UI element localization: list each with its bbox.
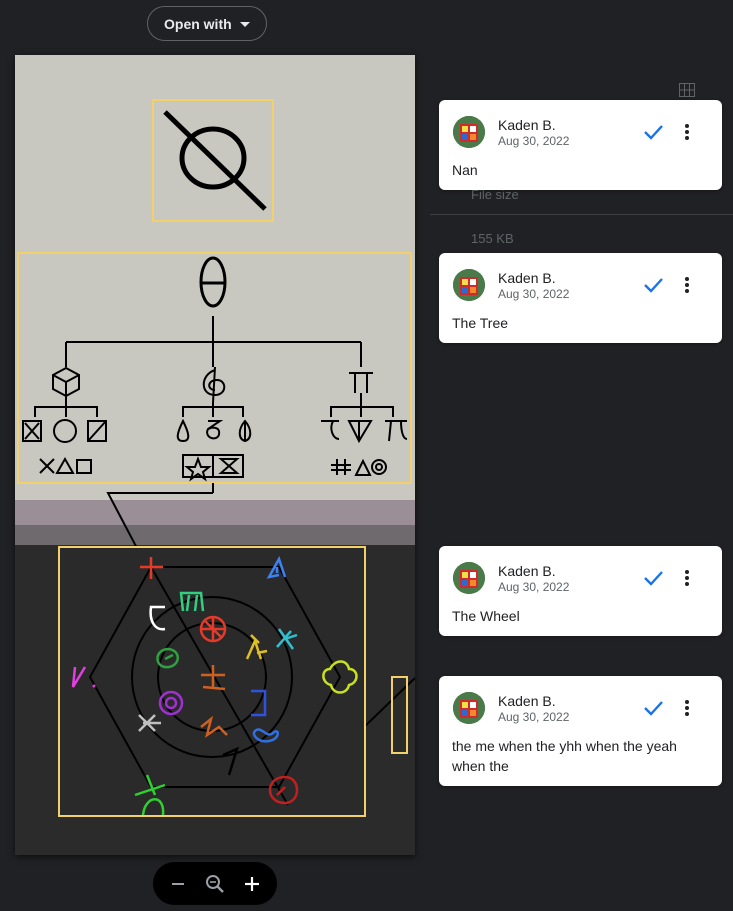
file-size-value: 155 KB: [471, 231, 514, 246]
drawing-canvas: [15, 55, 415, 817]
document-preview: [15, 55, 415, 855]
comment-card[interactable]: Kaden B. Aug 30, 2022 the me when the yh…: [439, 676, 722, 786]
comment-card[interactable]: Kaden B. Aug 30, 2022 The Tree: [439, 253, 722, 343]
comment-author: Kaden B.: [498, 117, 556, 133]
comment-date: Aug 30, 2022: [498, 710, 570, 724]
comment-author: Kaden B.: [498, 270, 556, 286]
more-options-icon[interactable]: [681, 275, 693, 297]
zoom-controls: [153, 862, 277, 905]
comment-date: Aug 30, 2022: [498, 134, 570, 148]
comment-card[interactable]: Kaden B. Aug 30, 2022 The Wheel: [439, 546, 722, 636]
highlighted-tree-box[interactable]: [17, 252, 412, 493]
more-options-icon[interactable]: [681, 568, 693, 590]
comment-text: the me when the yhh when the yeah when t…: [452, 738, 677, 774]
plus-icon: [245, 876, 260, 891]
zoom-out-button[interactable]: [164, 870, 192, 898]
zoom-in-button[interactable]: [238, 870, 266, 898]
zoom-reset-button[interactable]: [201, 870, 229, 898]
grid-view-icon[interactable]: [679, 83, 695, 97]
avatar: [453, 692, 485, 724]
file-size-label: File size: [471, 187, 519, 202]
comment-text: The Tree: [452, 315, 509, 331]
magnifier-minus-icon: [205, 874, 224, 893]
comment-date: Aug 30, 2022: [498, 580, 570, 594]
check-icon[interactable]: [641, 568, 665, 588]
check-icon[interactable]: [641, 122, 665, 142]
open-with-button[interactable]: Open with: [147, 6, 267, 41]
divider: [430, 214, 733, 215]
chevron-down-icon: [240, 22, 250, 27]
comment-author: Kaden B.: [498, 563, 556, 579]
check-icon[interactable]: [641, 275, 665, 295]
avatar: [453, 116, 485, 148]
open-with-label: Open with: [164, 15, 232, 32]
minus-icon: [171, 882, 184, 885]
highlighted-wheel-box[interactable]: [58, 546, 366, 817]
comment-text: The Wheel: [452, 608, 520, 624]
avatar: [453, 562, 485, 594]
comment-text: Nan: [452, 162, 478, 178]
check-icon[interactable]: [641, 698, 665, 718]
more-options-icon[interactable]: [681, 698, 693, 720]
highlight-marker[interactable]: [391, 676, 408, 754]
avatar: [453, 269, 485, 301]
highlighted-symbol-box[interactable]: [152, 99, 274, 222]
comment-card[interactable]: Kaden B. Aug 30, 2022 Nan: [439, 100, 722, 190]
comment-date: Aug 30, 2022: [498, 287, 570, 301]
more-options-icon[interactable]: [681, 122, 693, 144]
comment-author: Kaden B.: [498, 693, 556, 709]
